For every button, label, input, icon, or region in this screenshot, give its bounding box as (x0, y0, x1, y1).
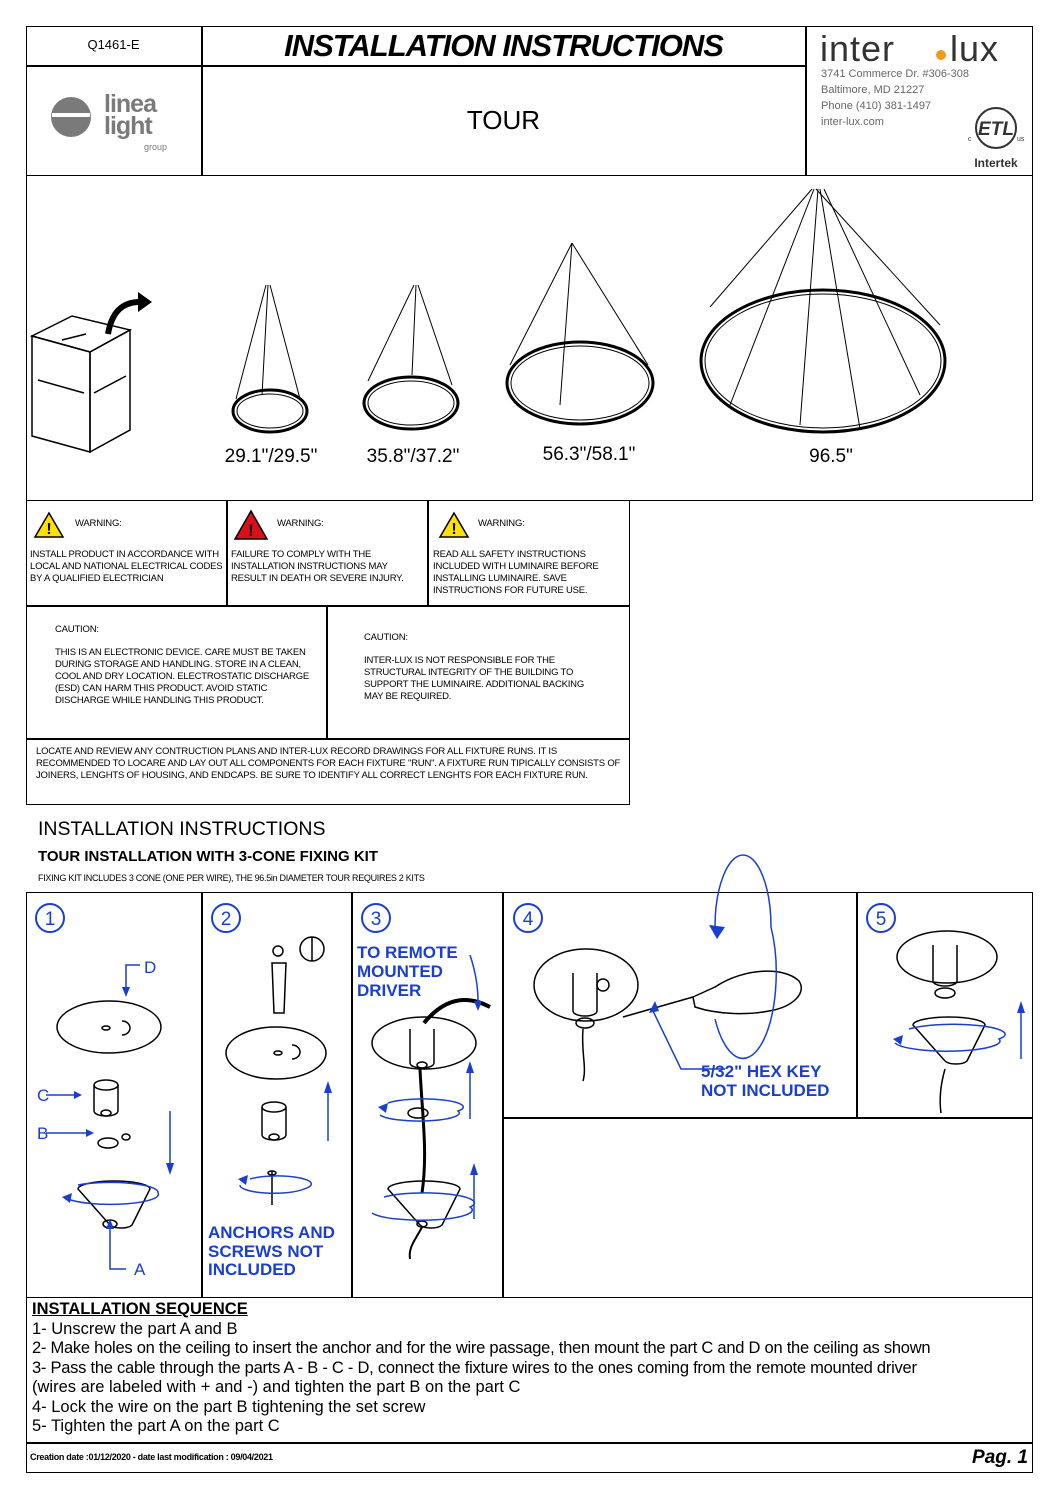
warning-col-divider-2 (427, 500, 429, 606)
header-divider-h (26, 65, 806, 67)
step-1-diagram (46, 964, 174, 1270)
sequence-line-4: (wires are labeled with + and -) and tig… (32, 1378, 521, 1396)
cautions-divider (26, 738, 630, 740)
header-divider-v2 (805, 26, 807, 176)
warning-2-text: FAILURE TO COMPLY WITH THE INSTALLATION … (231, 549, 404, 584)
svg-text:!: ! (451, 521, 456, 538)
page-title: INSTALLATION INSTRUCTIONS (284, 28, 724, 63)
linea-light-logo: linea light group (50, 90, 190, 156)
caution-col-divider (326, 605, 328, 739)
footer-divider (26, 1442, 1033, 1444)
sequence-frame (26, 1297, 1033, 1473)
step-divider-2 (351, 892, 353, 1298)
sequence-line-1: 1- Unscrew the part A and B (32, 1319, 238, 1338)
warnings-divider (26, 605, 630, 607)
page-number: Pag. 1 (972, 1447, 1028, 1468)
interlux-address2: Baltimore, MD 21227 (821, 84, 925, 96)
step-5-number: 5 (866, 903, 896, 933)
warning-icon: ! (33, 511, 65, 538)
linea-logo-line3: group (144, 142, 168, 152)
size-label-4: 96.5" (809, 446, 853, 467)
tour-size-illustrations (231, 188, 947, 434)
svg-text:ETL: ETL (978, 119, 1014, 140)
locate-note: LOCATE AND REVIEW ANY CONTRUCTION PLANS … (36, 746, 621, 781)
caution-1-text: THIS IS AN ELECTRONIC DEVICE. CARE MUST … (55, 647, 310, 706)
warning-icon: ! (438, 511, 470, 538)
step-divider-1 (201, 892, 203, 1298)
svg-text:!: ! (248, 521, 254, 540)
interlux-brand-right: lux (950, 28, 1000, 69)
interlux-web: inter-lux.com (821, 116, 884, 128)
product-name: TOUR (466, 105, 541, 135)
document-dates: Creation date :01/12/2020 - date last mo… (30, 1452, 273, 1462)
step-1-number: 1 (35, 903, 65, 933)
step-divider-4 (856, 892, 858, 1118)
document-code: Q1461-E (87, 37, 140, 52)
warning-2-title: WARNING: (277, 518, 324, 529)
size-label-1: 29.1"/29.5" (224, 446, 318, 467)
warning-3-title: WARNING: (478, 518, 525, 529)
svg-text:!: ! (46, 521, 51, 538)
step-4-number: 4 (513, 903, 543, 933)
step-3-number: 3 (361, 903, 391, 933)
step-2-number: 2 (211, 903, 241, 933)
step-divider-3 (502, 892, 504, 1298)
warning-1-text: INSTALL PRODUCT IN ACCORDANCE WITH LOCAL… (30, 549, 223, 584)
caution-2-text: INTER-LUX IS NOT RESPONSIBLE FOR THE STR… (364, 655, 585, 702)
unboxing-illustration (29, 292, 152, 454)
etl-c-mark: c (968, 136, 972, 143)
installation-sequence: INSTALLATION SEQUENCE 1- Unscrew the par… (32, 1300, 931, 1437)
section-subtitle: TOUR INSTALLATION WITH 3-CONE FIXING KIT (38, 848, 378, 865)
anchors-note: ANCHORS AND SCREWS NOT INCLUDED (208, 1223, 335, 1279)
interlux-address1: 3741 Commerce Dr. #306-308 (821, 68, 969, 80)
sequence-line-5: 4- Lock the wire on the part B tightenin… (32, 1397, 426, 1416)
warning-col-divider-1 (226, 500, 228, 606)
section-title: INSTALLATION INSTRUCTIONS (38, 818, 326, 840)
interlux-logo: inter lux (820, 28, 1020, 69)
size-label-2: 35.8"/37.2" (366, 446, 460, 467)
sequence-line-2: 2- Make holes on the ceiling to insert t… (32, 1339, 931, 1357)
step-5-diagram (893, 930, 1025, 1114)
interlux-dot (936, 50, 946, 60)
remote-driver-note: TO REMOTE MOUNTED DRIVER (357, 943, 458, 1000)
part-label-b: B (37, 1124, 49, 1143)
interlux-brand-left: inter (820, 28, 896, 69)
etl-us-mark: us (1017, 136, 1025, 143)
step-divider-5 (502, 1117, 1033, 1119)
sequence-title: INSTALLATION SEQUENCE (32, 1300, 248, 1318)
warning-1-title: WARNING: (75, 518, 122, 529)
part-label-a: A (134, 1260, 146, 1279)
linea-logo-line1: linea (104, 90, 157, 118)
caution-2-title: CAUTION: (364, 632, 408, 643)
sequence-line-3: 3- Pass the cable through the parts A - … (32, 1358, 917, 1377)
warning-triangle-1 (33, 511, 65, 538)
intertek-label: Intertek (974, 156, 1018, 170)
header-divider-v1 (201, 26, 203, 176)
step-4-diagram (533, 854, 802, 1082)
warning-3-text: READ ALL SAFETY INSTRUCTIONS INCLUDED WI… (433, 549, 599, 596)
warnings-frame (26, 500, 630, 805)
linea-logo-icon (51, 97, 91, 137)
sequence-line-6: 5- Tighten the part A on the part C (32, 1417, 280, 1435)
step-2-diagram (225, 936, 332, 1205)
hex-key-note: 5/32" HEX KEY NOT INCLUDED (701, 1062, 830, 1100)
etl-logo-icon: ETL (975, 107, 1017, 149)
linea-logo-line2: light (104, 112, 153, 140)
caution-1-title: CAUTION: (55, 624, 99, 635)
part-label-d: D (144, 958, 157, 977)
interlux-phone: Phone (410) 381-1497 (821, 100, 932, 112)
part-label-c: C (37, 1086, 50, 1105)
size-label-3: 56.3"/58.1" (542, 444, 636, 465)
danger-icon: ! (233, 509, 269, 540)
etl-certification-mark: ETL c us Intertek (962, 102, 1030, 174)
step-3-diagram (371, 954, 491, 1260)
section-note: FIXING KIT INCLUDES 3 CONE (ONE PER WIRE… (38, 873, 425, 883)
